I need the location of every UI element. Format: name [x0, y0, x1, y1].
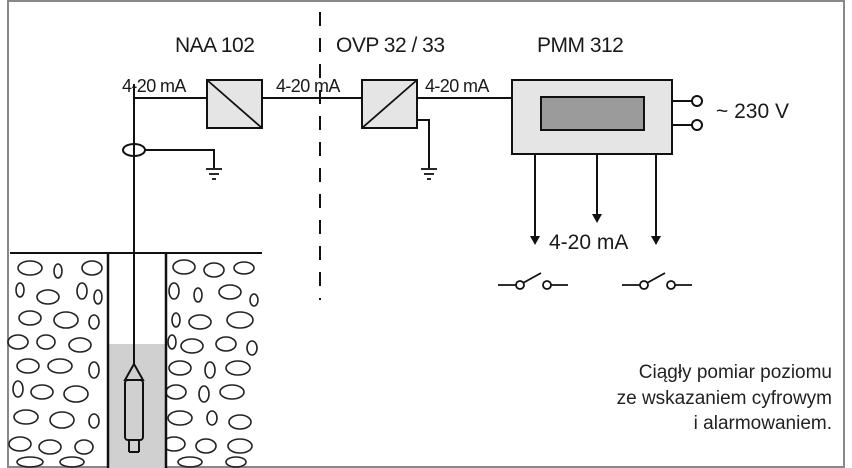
wire-shield-ground-2	[417, 119, 430, 168]
barrier-box	[361, 79, 418, 129]
output-arrows	[530, 154, 661, 245]
relay-contact-2-icon	[622, 272, 692, 290]
caption-line: ze wskazaniem cyfrowym	[616, 387, 832, 409]
signal-label-probe: 4-20 mA	[122, 76, 186, 96]
caption-line: i alarmowaniem.	[693, 413, 832, 435]
barrier-name: OVP 32 / 33	[336, 34, 445, 57]
display-window	[540, 96, 645, 131]
caption-line: Ciągły pomiar poziomu	[638, 362, 832, 383]
diagram-caption: Ciągły pomiar poziomu ze wskazaniem cyfr…	[492, 360, 832, 437]
display-unit	[511, 79, 673, 155]
power-terminals-icon	[672, 95, 703, 131]
signal-label-display-out: 4-20 mA	[549, 231, 629, 254]
converter-box	[206, 79, 263, 129]
soil-stones-right	[162, 259, 259, 468]
wire-probe-to-converter	[133, 84, 207, 99]
frame-border	[7, 0, 845, 468]
display-name: PMM 312	[537, 34, 624, 57]
signal-label-converter-out: 4-20 mA	[276, 76, 340, 96]
wire-shield-ground-1	[145, 149, 215, 168]
power-label: ~ 230 V	[716, 100, 789, 123]
converter-name: NAA 102	[175, 34, 255, 57]
level-probe-icon	[123, 361, 145, 453]
ground-symbol-icon	[206, 168, 222, 180]
soil-stones-left	[7, 260, 103, 468]
ground-symbol-icon	[421, 168, 437, 180]
relay-contact-1-icon	[498, 272, 568, 290]
signal-label-barrier-out: 4-20 mA	[425, 76, 489, 96]
